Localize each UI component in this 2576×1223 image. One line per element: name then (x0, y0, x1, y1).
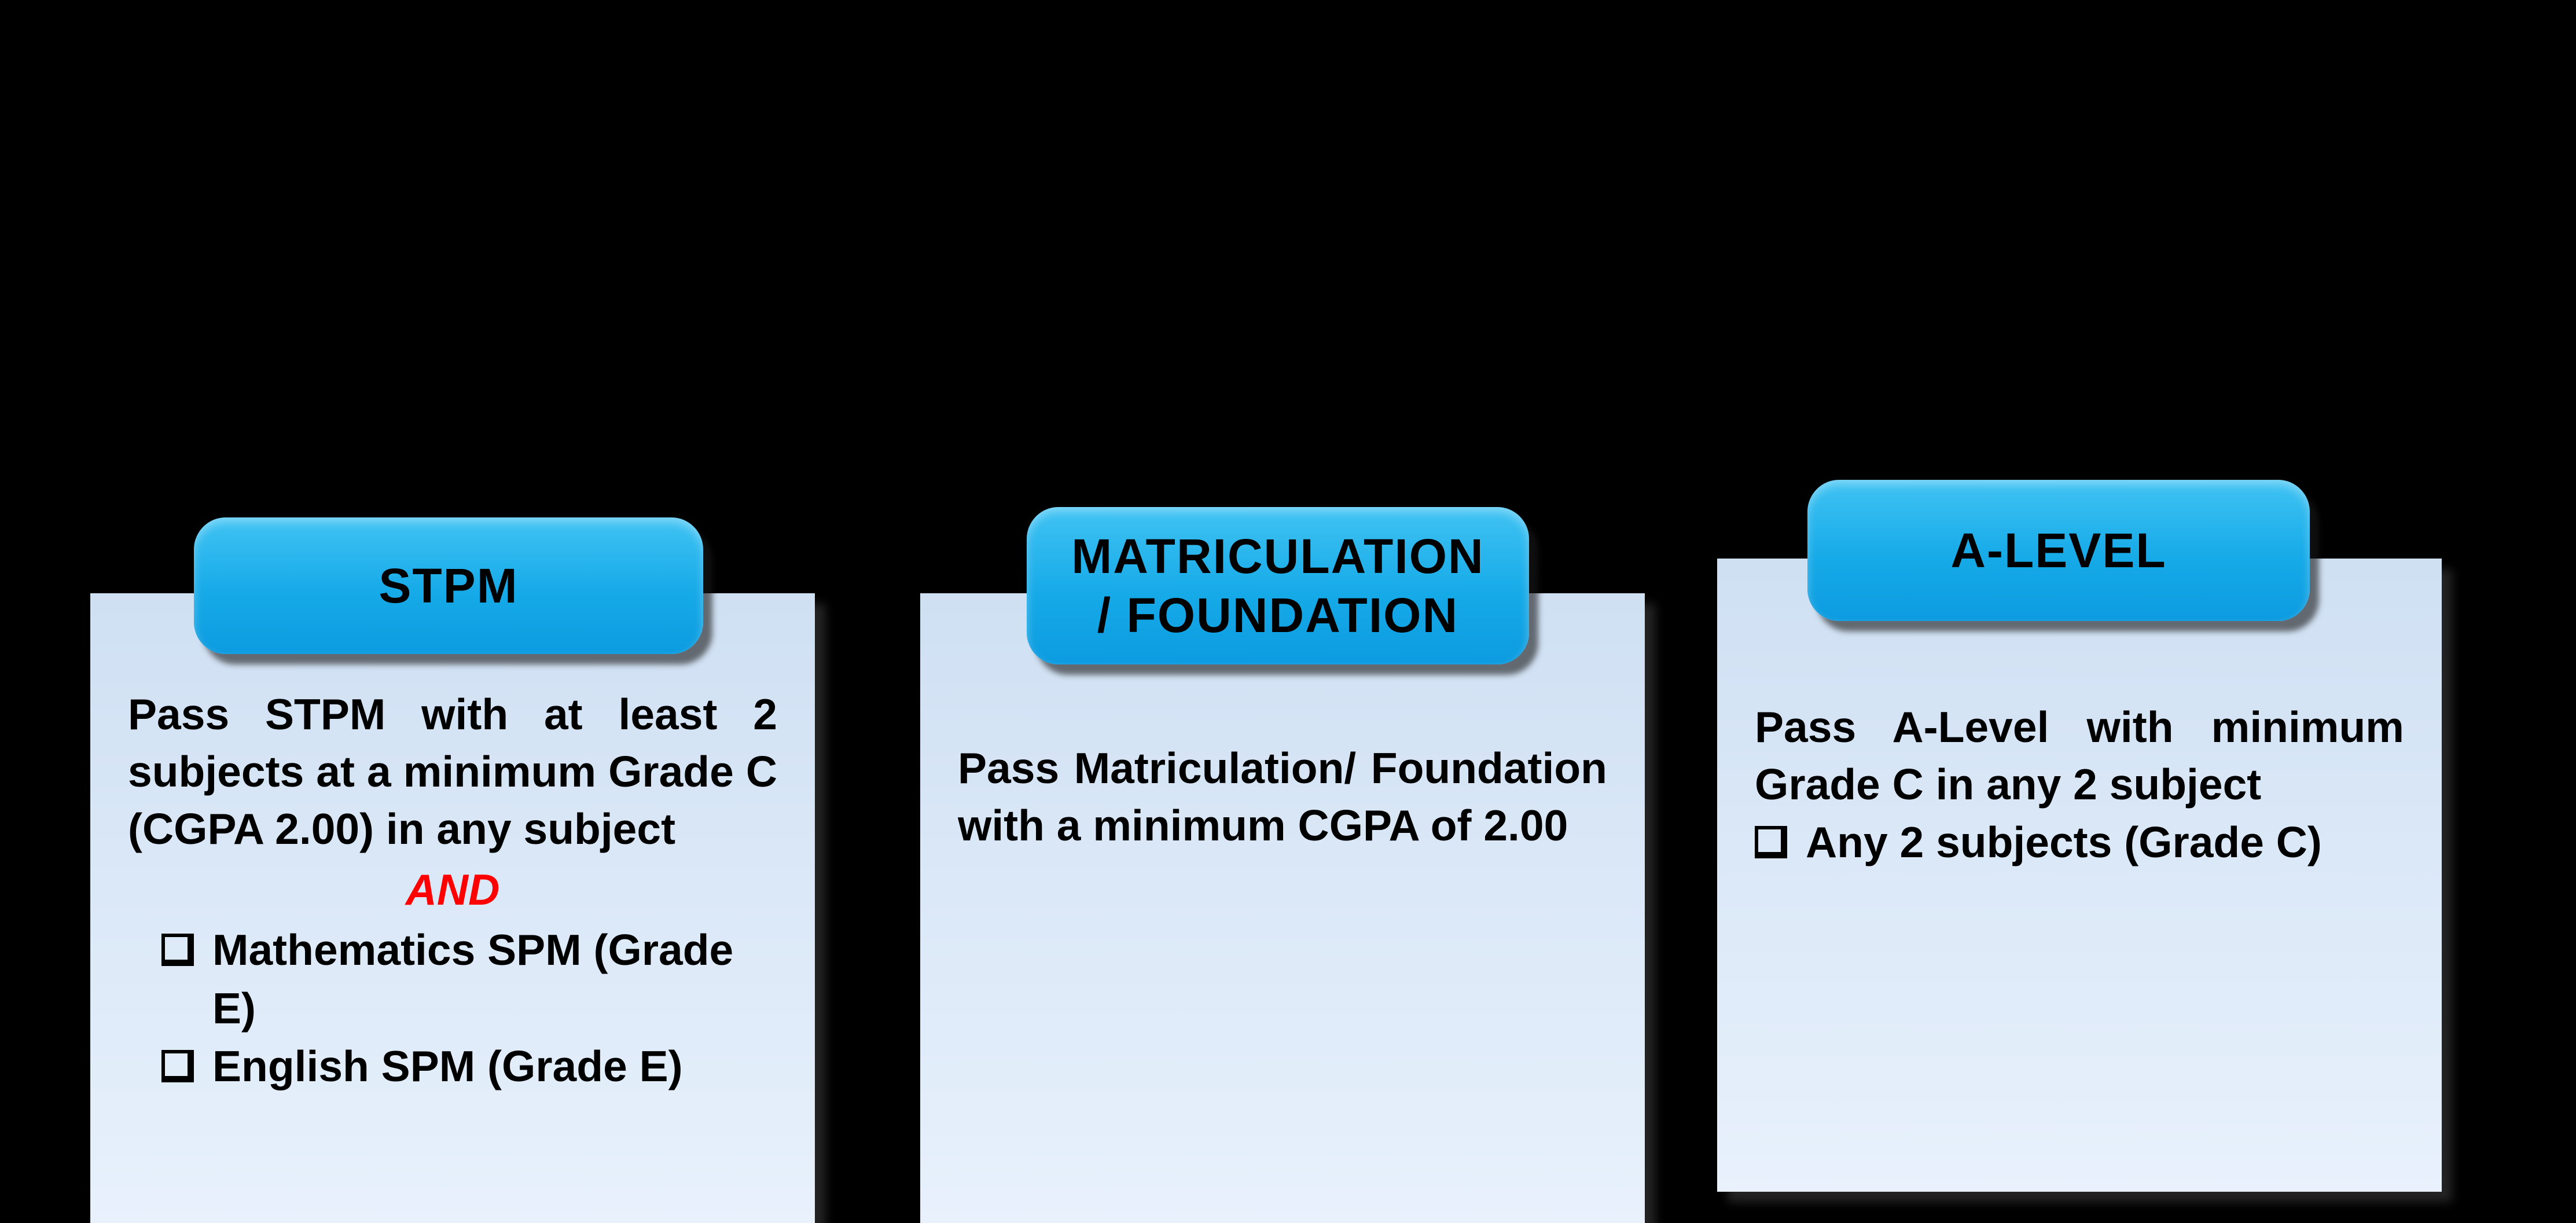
card-matriculation-body: Pass Matriculation/ Foundation with a mi… (920, 593, 1645, 1223)
a-level-bullet-list: Any 2 subjects (Grade C) (1755, 813, 2404, 872)
bullet-item-any-2-subjects: Any 2 subjects (Grade C) (1755, 813, 2404, 872)
bullet-text-any-2-subjects: Any 2 subjects (Grade C) (1806, 818, 2322, 866)
card-matriculation-content: Pass Matriculation/ Foundation with a mi… (920, 593, 1645, 854)
card-matriculation-header: MATRICULATION / FOUNDATION (1027, 507, 1529, 664)
card-a-level-header: A-LEVEL (1807, 480, 2310, 621)
card-matriculation-header-label: MATRICULATION / FOUNDATION (1071, 528, 1484, 642)
stpm-bullet-list: Mathematics SPM (Grade E) English SPM (G… (128, 921, 777, 1096)
card-stpm-header: STPM (194, 517, 703, 654)
bullet-text-mathematics-spm: Mathematics SPM (Grade E) (212, 925, 734, 1033)
card-matriculation-foundation: Pass Matriculation/ Foundation with a mi… (920, 507, 1649, 1223)
square-bullet-icon (1755, 826, 1787, 858)
card-stpm-content: Pass STPM with at least 2 subjects at a … (90, 593, 815, 1096)
square-bullet-icon (161, 1050, 194, 1082)
stpm-requirement-text: Pass STPM with at least 2 subjects at a … (128, 690, 777, 853)
card-stpm: Pass STPM with at least 2 subjects at a … (90, 517, 820, 1223)
and-connector: AND (405, 865, 500, 914)
bullet-item-english-spm: English SPM (Grade E) (161, 1037, 777, 1096)
card-a-level-header-label: A-LEVEL (1950, 523, 2167, 578)
square-bullet-icon (161, 934, 194, 966)
bullet-text-english-spm: English SPM (Grade E) (212, 1042, 683, 1090)
bullet-item-mathematics-spm: Mathematics SPM (Grade E) (161, 921, 777, 1037)
card-a-level-content: Pass A-Level with minimum Grade C in any… (1717, 559, 2442, 872)
a-level-requirement-text: Pass A-Level with minimum Grade C in any… (1755, 703, 2404, 809)
card-stpm-header-label: STPM (379, 558, 519, 613)
card-stpm-body: Pass STPM with at least 2 subjects at a … (90, 593, 815, 1223)
card-a-level: Pass A-Level with minimum Grade C in any… (1717, 480, 2446, 1192)
matriculation-requirement-text: Pass Matriculation/ Foundation with a mi… (958, 744, 1607, 850)
card-a-level-body: Pass A-Level with minimum Grade C in any… (1717, 559, 2442, 1192)
